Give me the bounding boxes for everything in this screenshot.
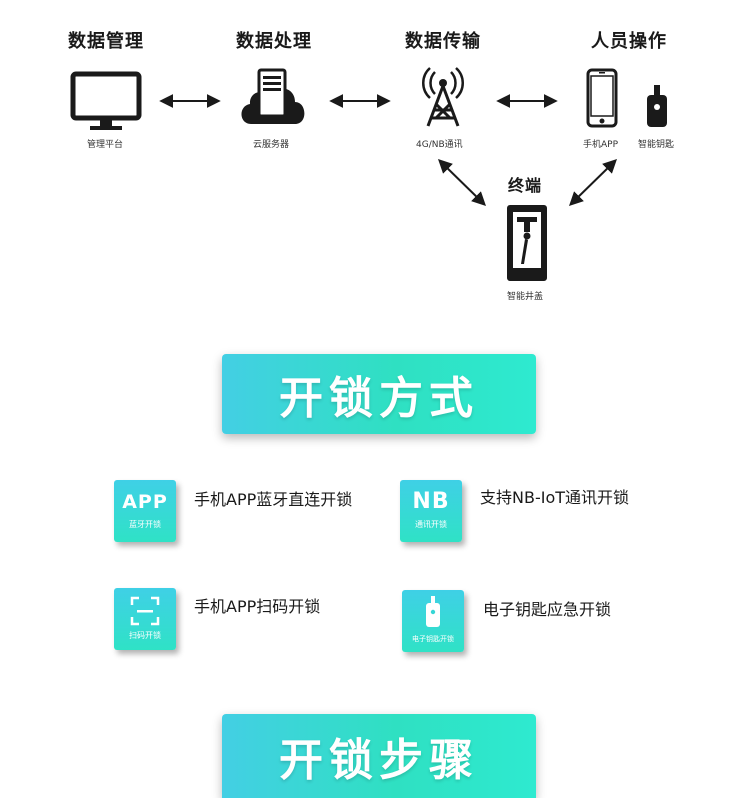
arrow-phone-terminal [568, 159, 618, 206]
unlock-steps-banner: 开锁步骤 [222, 714, 536, 798]
smartphone-icon [586, 68, 618, 128]
app-bluetooth-badge: APP 蓝牙开锁 [114, 480, 176, 542]
caption-smart-key: 智能钥匙 [638, 140, 675, 150]
heading-terminal: 终端 [508, 176, 543, 195]
nb-badge-label: NB [412, 489, 450, 514]
electronic-key-badge: 电子钥匙开锁 [402, 590, 464, 652]
method-nb-iot: 支持NB-IoT通讯开锁 [480, 488, 630, 507]
bluetooth-unlock-label: 蓝牙开锁 [129, 520, 161, 529]
unlock-methods-banner: 开锁方式 [222, 354, 536, 434]
unlock-steps-title: 开锁步骤 [279, 735, 479, 786]
method-electronic-key: 电子钥匙应急开锁 [483, 600, 612, 619]
method-app-bluetooth: 手机APP蓝牙直连开锁 [194, 490, 353, 509]
cloud-server-icon [241, 68, 305, 124]
scan-unlock-badge: 扫码开锁 [114, 588, 176, 650]
heading-personnel-operation: 人员操作 [591, 31, 667, 52]
app-badge-label: APP [122, 491, 168, 513]
electronic-key-icon [426, 596, 440, 627]
caption-cloud-server: 云服务器 [253, 140, 290, 150]
smart-key-icon [647, 85, 667, 127]
signal-tower-icon [422, 67, 464, 127]
caption-management-platform: 管理平台 [87, 140, 124, 150]
smart-manhole-icon [507, 205, 547, 281]
communication-unlock-label: 通讯开锁 [415, 520, 447, 529]
caption-smart-manhole: 智能井盖 [507, 292, 544, 302]
heading-data-transmission: 数据传输 [405, 31, 481, 52]
connection-arrows [159, 94, 618, 206]
electronic-key-unlock-label: 电子钥匙开锁 [412, 635, 454, 643]
nb-communication-badge: NB 通讯开锁 [400, 480, 462, 542]
method-app-scan: 手机APP扫码开锁 [194, 597, 321, 616]
heading-data-management: 数据管理 [68, 31, 144, 52]
arrow-network-terminal [437, 159, 487, 206]
monitor-icon [70, 71, 142, 130]
scan-frame-icon [130, 596, 160, 626]
caption-phone-app: 手机APP [583, 140, 619, 150]
heading-data-processing: 数据处理 [236, 31, 312, 52]
scan-unlock-label: 扫码开锁 [129, 631, 161, 640]
unlock-methods-title: 开锁方式 [279, 373, 479, 424]
caption-4g-nb: 4G/NB通讯 [416, 140, 463, 150]
